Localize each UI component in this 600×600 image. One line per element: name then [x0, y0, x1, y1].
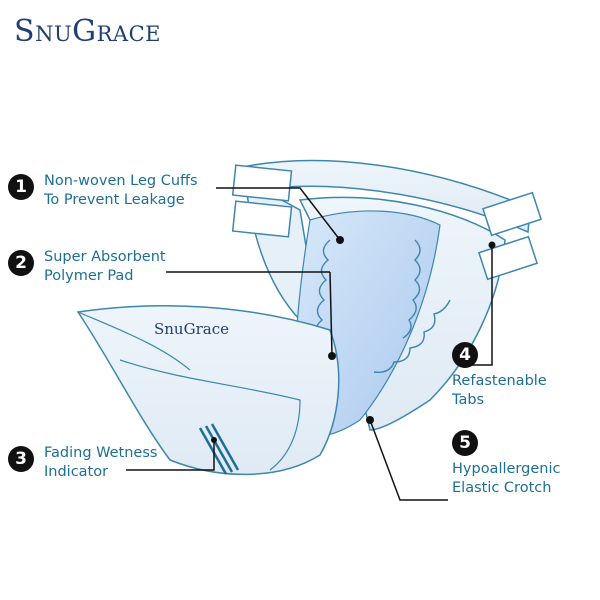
tab-left-bottom	[231, 200, 293, 238]
callout-5: 5 Hypoallergenic Elastic Crotch	[452, 428, 560, 498]
leader-line-4	[472, 245, 493, 366]
leader-line-2b	[329, 271, 333, 357]
callout-3: 3 Fading Wetness Indicator	[8, 444, 157, 482]
tab-right-bottom	[478, 235, 538, 281]
elastic-crotch	[373, 299, 451, 373]
callout-label: Non-woven Leg Cuffs To Prevent Leakage	[44, 173, 198, 208]
leader-dot-1	[336, 236, 344, 244]
callout-label: Super Absorbent Polymer Pad	[44, 249, 166, 284]
callout-number-badge: 2	[8, 250, 34, 276]
callout-label: Refastenable Tabs	[452, 373, 547, 408]
wetness-stripe	[198, 427, 228, 475]
tab-right-top	[482, 191, 542, 237]
callout-number-badge: 4	[452, 342, 478, 368]
leader-dot-2	[328, 352, 336, 360]
wetness-stripe	[210, 423, 240, 471]
leg-cuff-right	[402, 239, 421, 339]
front-panel-fold	[119, 359, 301, 471]
logo-letter: S	[14, 14, 36, 49]
leader-dot-5	[366, 416, 374, 424]
logo-letters: NU	[35, 22, 73, 46]
diaper-print-logo: SnuGrace	[154, 320, 229, 338]
front-waist-edge	[77, 311, 191, 371]
leader-line-3	[126, 440, 215, 471]
tab-left-top	[231, 164, 293, 202]
leader-dot-4	[488, 241, 496, 249]
callout-4: 4 Refastenable Tabs	[452, 340, 547, 410]
leader-line-1	[216, 187, 341, 241]
callout-2: 2 Super Absorbent Polymer Pad	[8, 248, 166, 286]
leader-line-5	[369, 419, 448, 501]
callout-label: Fading Wetness Indicator	[44, 445, 158, 480]
callout-1: 1 Non-woven Leg Cuffs To Prevent Leakage	[8, 172, 198, 210]
callout-number-badge: 5	[452, 430, 478, 456]
callout-number-badge: 1	[8, 174, 34, 200]
callout-number-badge: 3	[8, 446, 34, 472]
front-panel	[76, 305, 340, 476]
back-waistband	[237, 159, 531, 234]
logo-letters: RACE	[96, 22, 161, 46]
callout-label: Hypoallergenic Elastic Crotch	[452, 461, 561, 496]
logo-letter: G	[72, 14, 97, 49]
leader-dot-3	[211, 437, 217, 443]
wetness-stripe	[204, 425, 234, 473]
brand-logo: SNUGRACE	[14, 14, 161, 49]
